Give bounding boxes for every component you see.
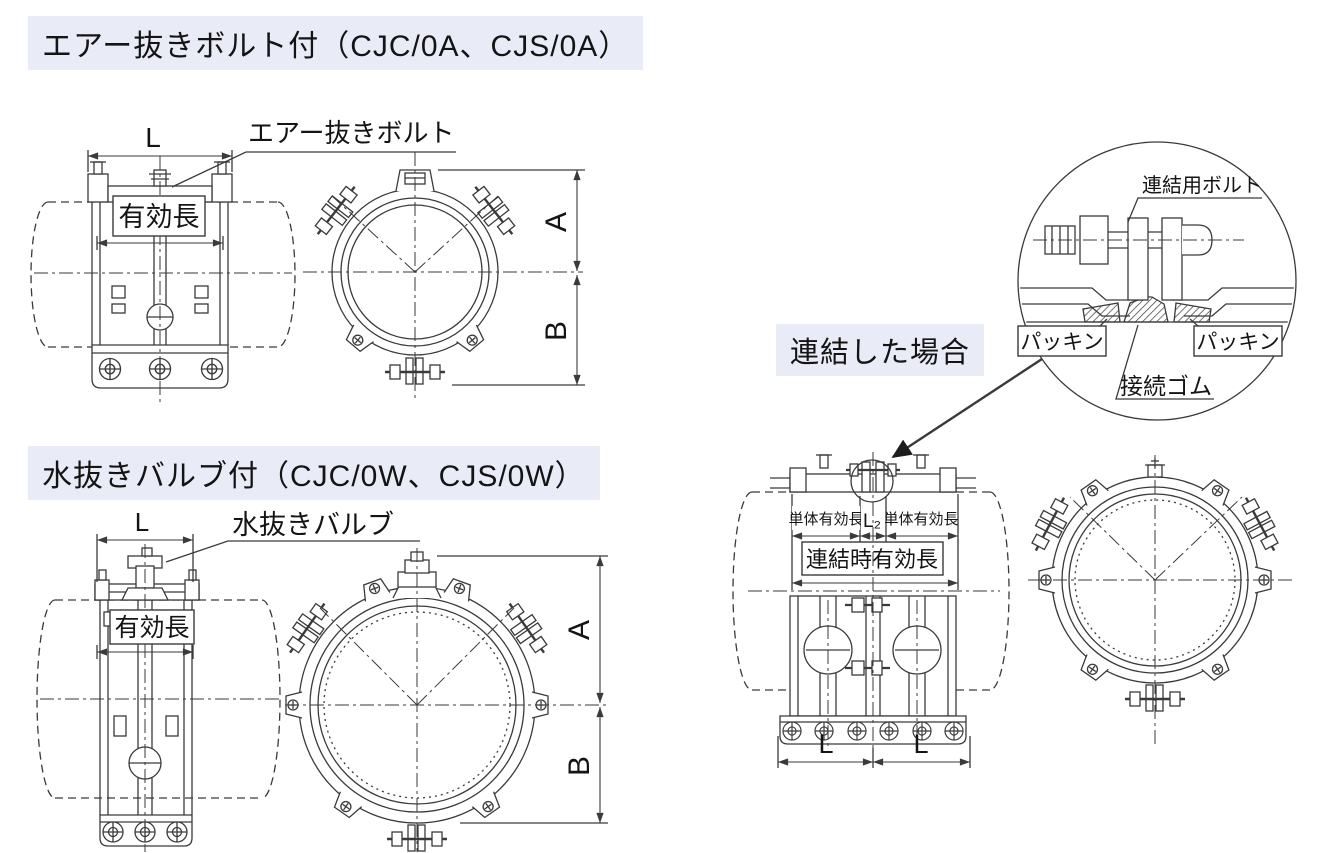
dim-label-B: B <box>563 756 596 776</box>
unit-effective-left-label: 単体有効長 <box>788 511 863 528</box>
dim-label-L-right: L <box>913 729 928 759</box>
effective-length-box <box>112 195 206 237</box>
section-title-water-valve: 水抜きバルブ付（CJC/0W、CJS/0W） <box>28 446 600 500</box>
dim-label-L: L <box>145 122 161 153</box>
packing-section-right <box>1173 302 1212 323</box>
joined-side-view: 単体有効長 単体有効長 L₂ 連結時有効長 <box>732 452 1010 768</box>
joined-effective-label: 連結時有効長 <box>806 547 938 572</box>
dim-label-A: A <box>540 212 573 232</box>
joint-detail-view: 連結用ボルト パッキン パッキン 接続ゴム <box>891 141 1297 459</box>
air-side-view: L エアー抜きボルト 有効長 <box>30 118 456 402</box>
packing-right-label: パッキン <box>1196 331 1279 354</box>
water-front-view: A B <box>278 548 608 853</box>
packing-right-box <box>1193 325 1283 357</box>
section-title-air-vent: エアー抜きボルト付（CJC/0A、CJS/0A） <box>28 16 644 70</box>
dim-label-L2: L₂ <box>863 511 881 532</box>
packing-left-box <box>1017 325 1107 357</box>
packing-section-left <box>1082 302 1121 323</box>
dim-label-L-left: L <box>818 729 833 759</box>
rubber-section <box>1123 296 1169 323</box>
packing-left-label: パッキン <box>1020 331 1103 354</box>
section-title-joined: 連結した場合 <box>776 324 985 376</box>
water-side-view: L 水抜きバルブ 有効長 <box>36 507 420 852</box>
detail-target-circle <box>850 459 894 503</box>
air-vent-bolt-label: エアー抜きボルト <box>248 118 454 148</box>
air-front-view: A B <box>303 152 585 402</box>
dim-label-L: L <box>135 507 149 537</box>
effective-length-label: 有効長 <box>114 614 189 642</box>
dim-label-A: A <box>563 620 596 640</box>
dim-label-B: B <box>540 321 573 341</box>
effective-length-box <box>109 609 195 645</box>
detail-pointer-arrow <box>891 357 1043 459</box>
effective-length-label: 有効長 <box>119 202 200 232</box>
rubber-label: 接続ゴム <box>1120 373 1212 399</box>
joint-bolt-label: 連結用ボルト <box>1142 174 1262 197</box>
joined-front-view <box>1024 455 1292 747</box>
unit-effective-right-label: 単体有効長 <box>883 511 958 528</box>
water-valve-label: 水抜きバルブ <box>232 510 394 540</box>
